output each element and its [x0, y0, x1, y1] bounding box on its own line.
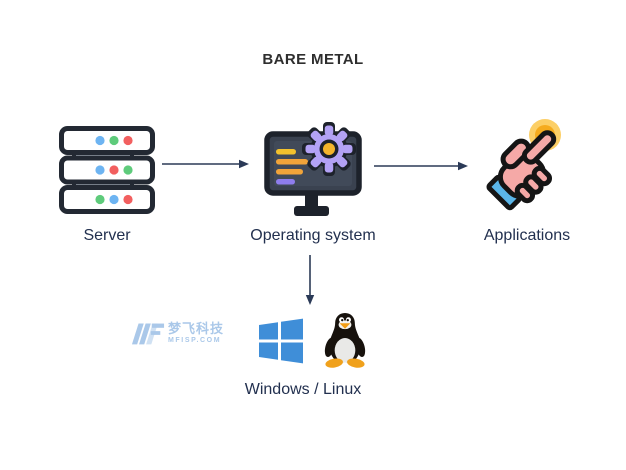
gear-glyph — [302, 122, 356, 176]
watermark-site: MFISP.COM — [168, 336, 222, 344]
server-icon — [59, 126, 155, 214]
monitor-gear-icon — [264, 122, 362, 216]
windows-logo-icon — [259, 318, 303, 364]
diagram-title: BARE METAL — [262, 51, 364, 68]
arrow-os-to-os-options — [305, 255, 315, 305]
watermark: 梦飞科技 MFISP.COM — [131, 320, 224, 346]
arrow-server-to-os — [162, 159, 249, 169]
arrow-os-to-applications — [374, 161, 468, 171]
operating-system-label: Operating system — [250, 227, 376, 244]
watermark-brand: 梦飞科技 — [168, 321, 225, 336]
server-label: Server — [83, 227, 131, 244]
tap-hand-icon — [486, 119, 561, 211]
linux-tux-icon — [324, 312, 366, 368]
os-options-label: Windows / Linux — [244, 381, 362, 398]
applications-label: Applications — [483, 227, 571, 244]
mf-watermark-logo-icon — [131, 323, 165, 345]
